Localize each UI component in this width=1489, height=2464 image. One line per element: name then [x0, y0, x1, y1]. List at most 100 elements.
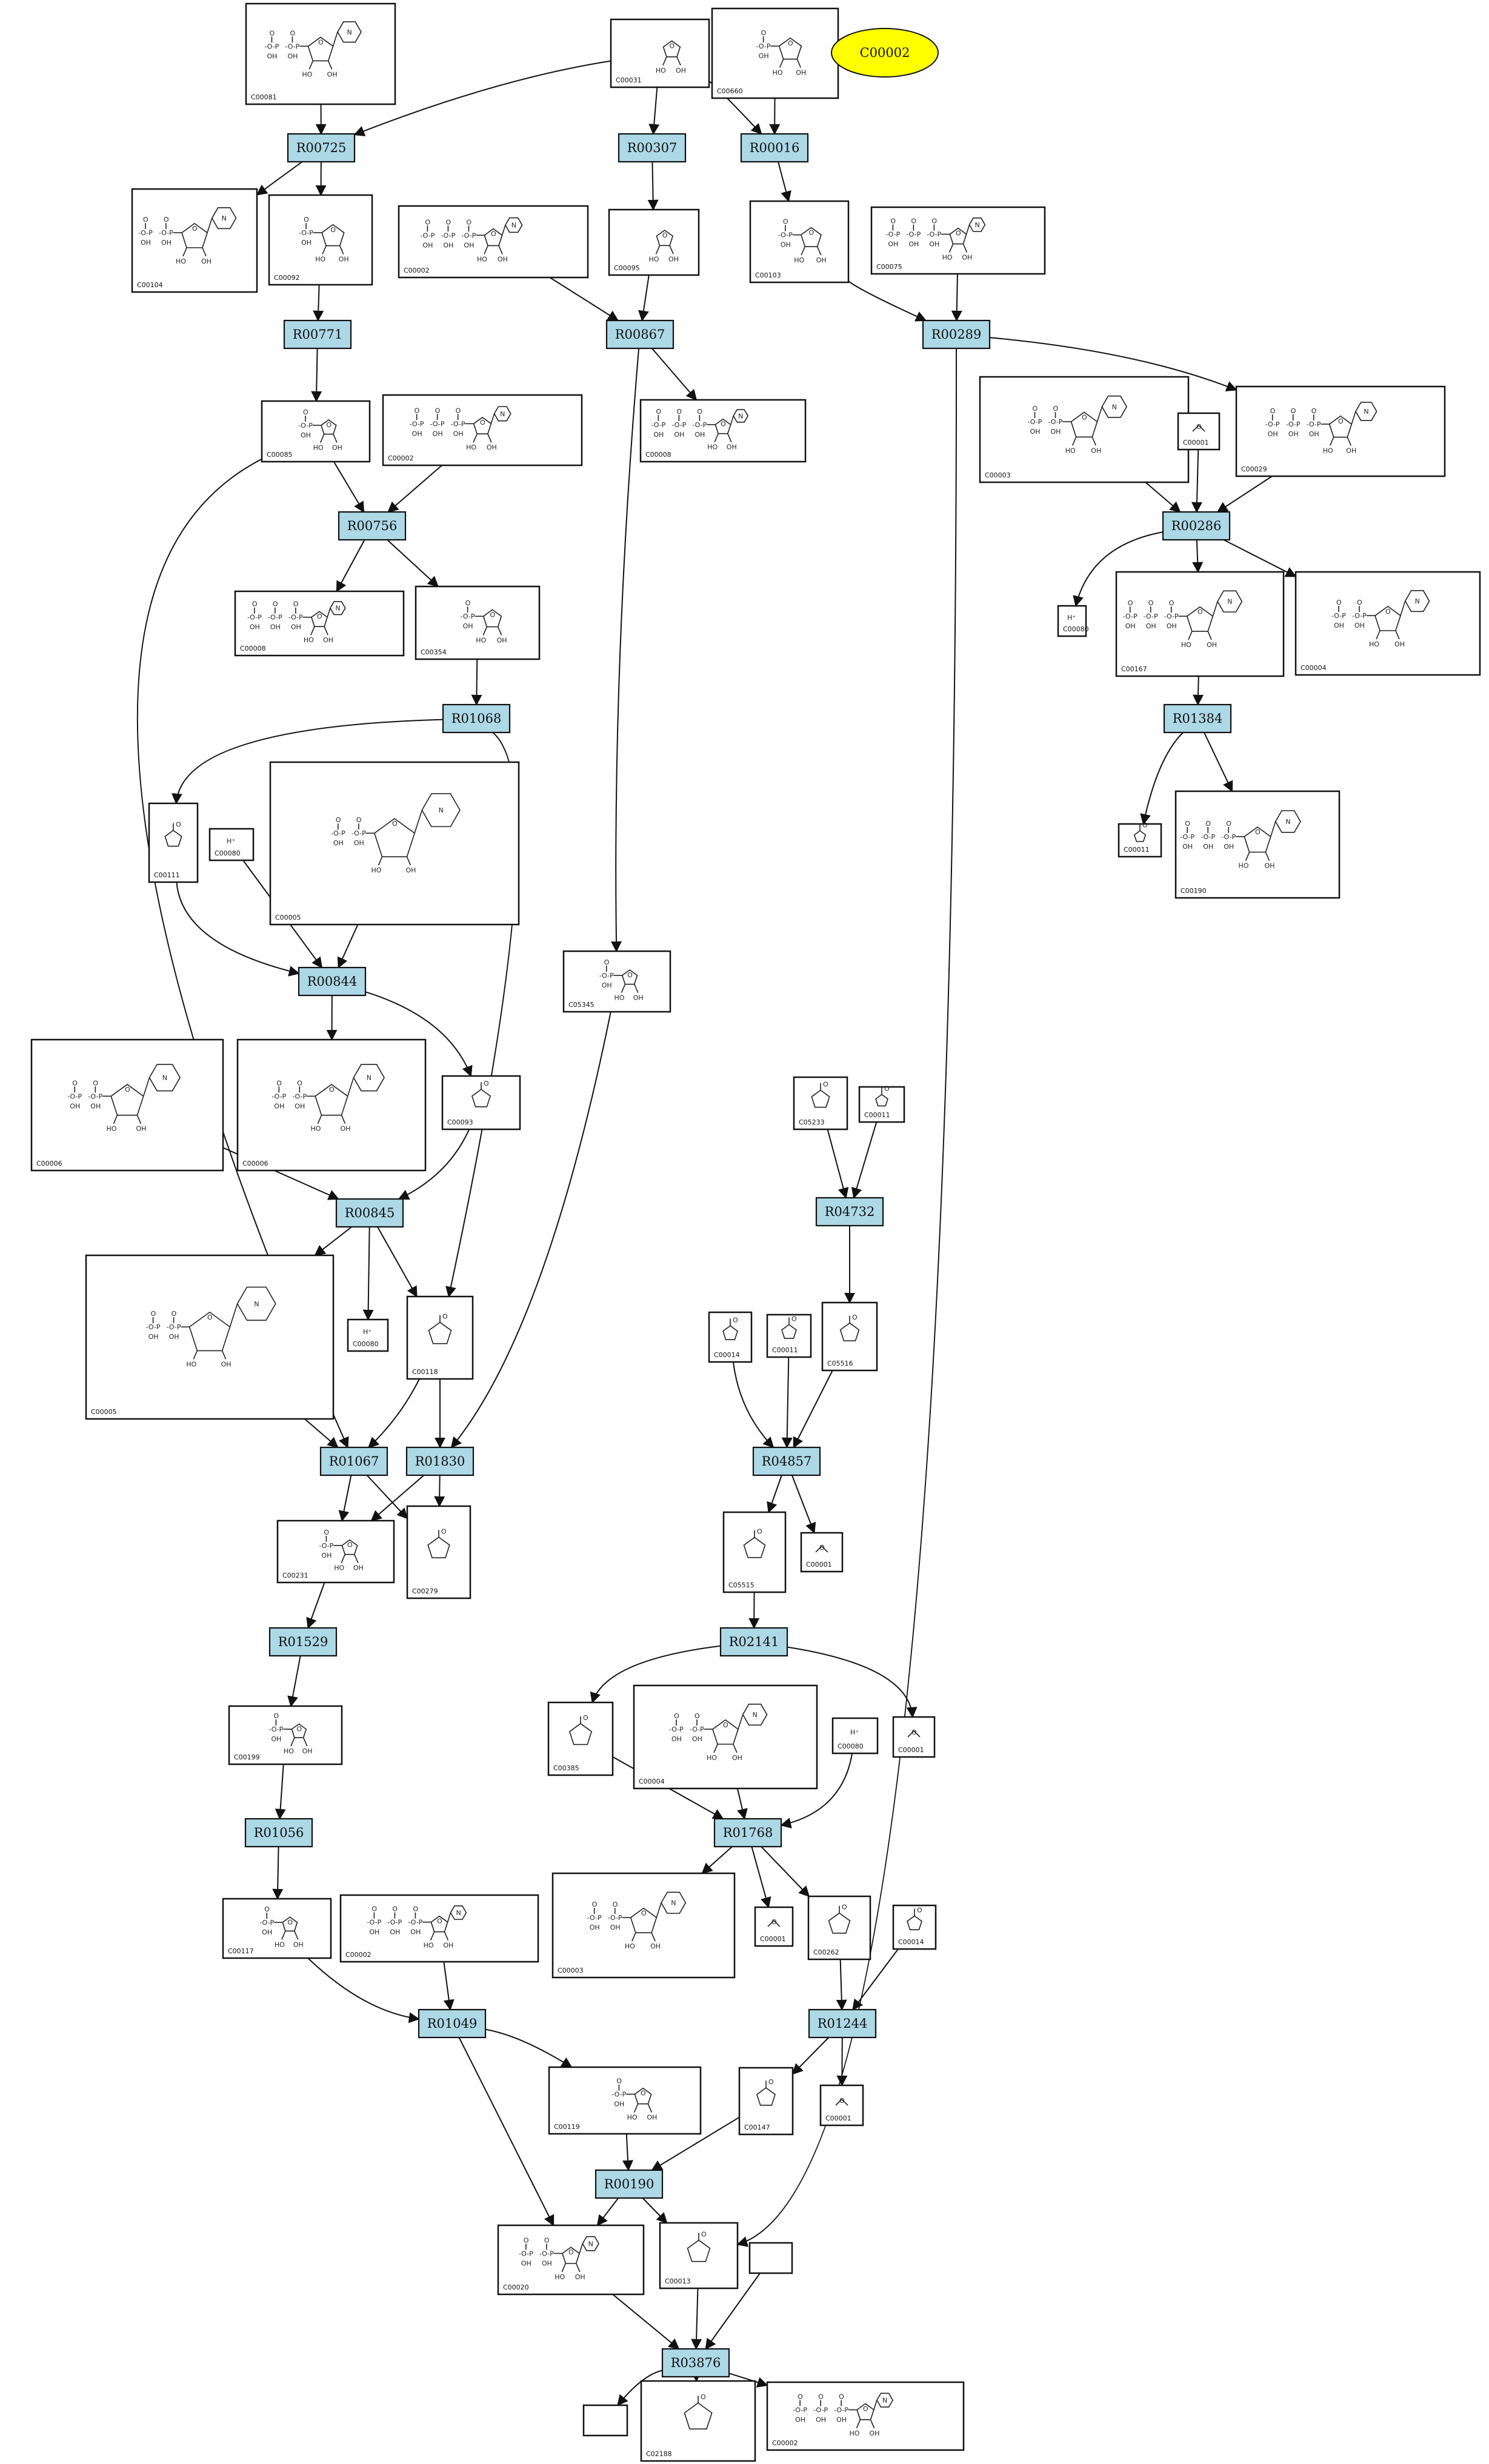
reaction-node[interactable]: R00289: [922, 319, 991, 350]
reaction-node[interactable]: R02141: [719, 1627, 788, 1657]
reaction-node[interactable]: R04732: [815, 1197, 884, 1227]
reaction-node[interactable]: R01056: [244, 1818, 313, 1848]
reaction-node[interactable]: R00756: [338, 511, 407, 541]
reaction-node[interactable]: R01529: [268, 1627, 338, 1657]
reaction-id: R04732: [825, 1204, 875, 1219]
reaction-node[interactable]: R01830: [405, 1446, 475, 1476]
reaction-node[interactable]: R00286: [1162, 511, 1231, 541]
reaction-node[interactable]: R04857: [752, 1446, 821, 1476]
edge-c34-R01067: [367, 1378, 420, 1449]
highlight-compound[interactable]: C00002: [831, 28, 939, 78]
compound-node[interactable]: H⁺C00080: [208, 828, 255, 862]
reaction-node[interactable]: R01067: [319, 1446, 388, 1476]
edge-c10-R00756: [333, 461, 365, 513]
reaction-node[interactable]: R00725: [287, 133, 356, 163]
reaction-node[interactable]: R00190: [595, 2169, 664, 2199]
reaction-node[interactable]: R00016: [740, 133, 809, 163]
svg-text:O: O: [733, 1316, 738, 1324]
reaction-node[interactable]: R00867: [605, 319, 675, 350]
compound-id: C00080: [838, 1742, 864, 1750]
compound-node[interactable]: [748, 2242, 793, 2274]
reaction-node[interactable]: R01049: [418, 2008, 487, 2039]
reaction-node[interactable]: R00307: [618, 133, 687, 163]
reaction-node[interactable]: R00844: [298, 966, 367, 997]
compound-node[interactable]: [582, 2404, 628, 2437]
svg-text:-O-P: -O-P: [608, 1914, 622, 1922]
svg-text:-O-P: -O-P: [587, 1914, 602, 1922]
reaction-node[interactable]: R01384: [1163, 703, 1232, 734]
reaction-node[interactable]: R01068: [442, 703, 511, 734]
edge-c42-R01056: [275, 1764, 286, 1820]
compound-node[interactable]: H⁺C00080: [1057, 605, 1089, 637]
reaction-node[interactable]: R01768: [713, 1818, 782, 1848]
edge-R03876-c61: [728, 2373, 768, 2388]
reaction-node[interactable]: R00771: [283, 319, 352, 350]
reaction-node[interactable]: R00845: [335, 1198, 404, 1228]
compound-node[interactable]: H⁺C00080: [831, 1717, 879, 1755]
reaction-node[interactable]: R03876: [661, 2348, 730, 2378]
reaction-node[interactable]: R01244: [808, 2008, 877, 2039]
svg-text:HO: HO: [614, 994, 624, 1002]
compound-id: C00093: [447, 1118, 473, 1126]
molecule-structure-icon: O: [828, 1904, 851, 1934]
svg-text:N: N: [1415, 597, 1420, 605]
compound-node[interactable]: H⁺C00080: [347, 1318, 389, 1352]
